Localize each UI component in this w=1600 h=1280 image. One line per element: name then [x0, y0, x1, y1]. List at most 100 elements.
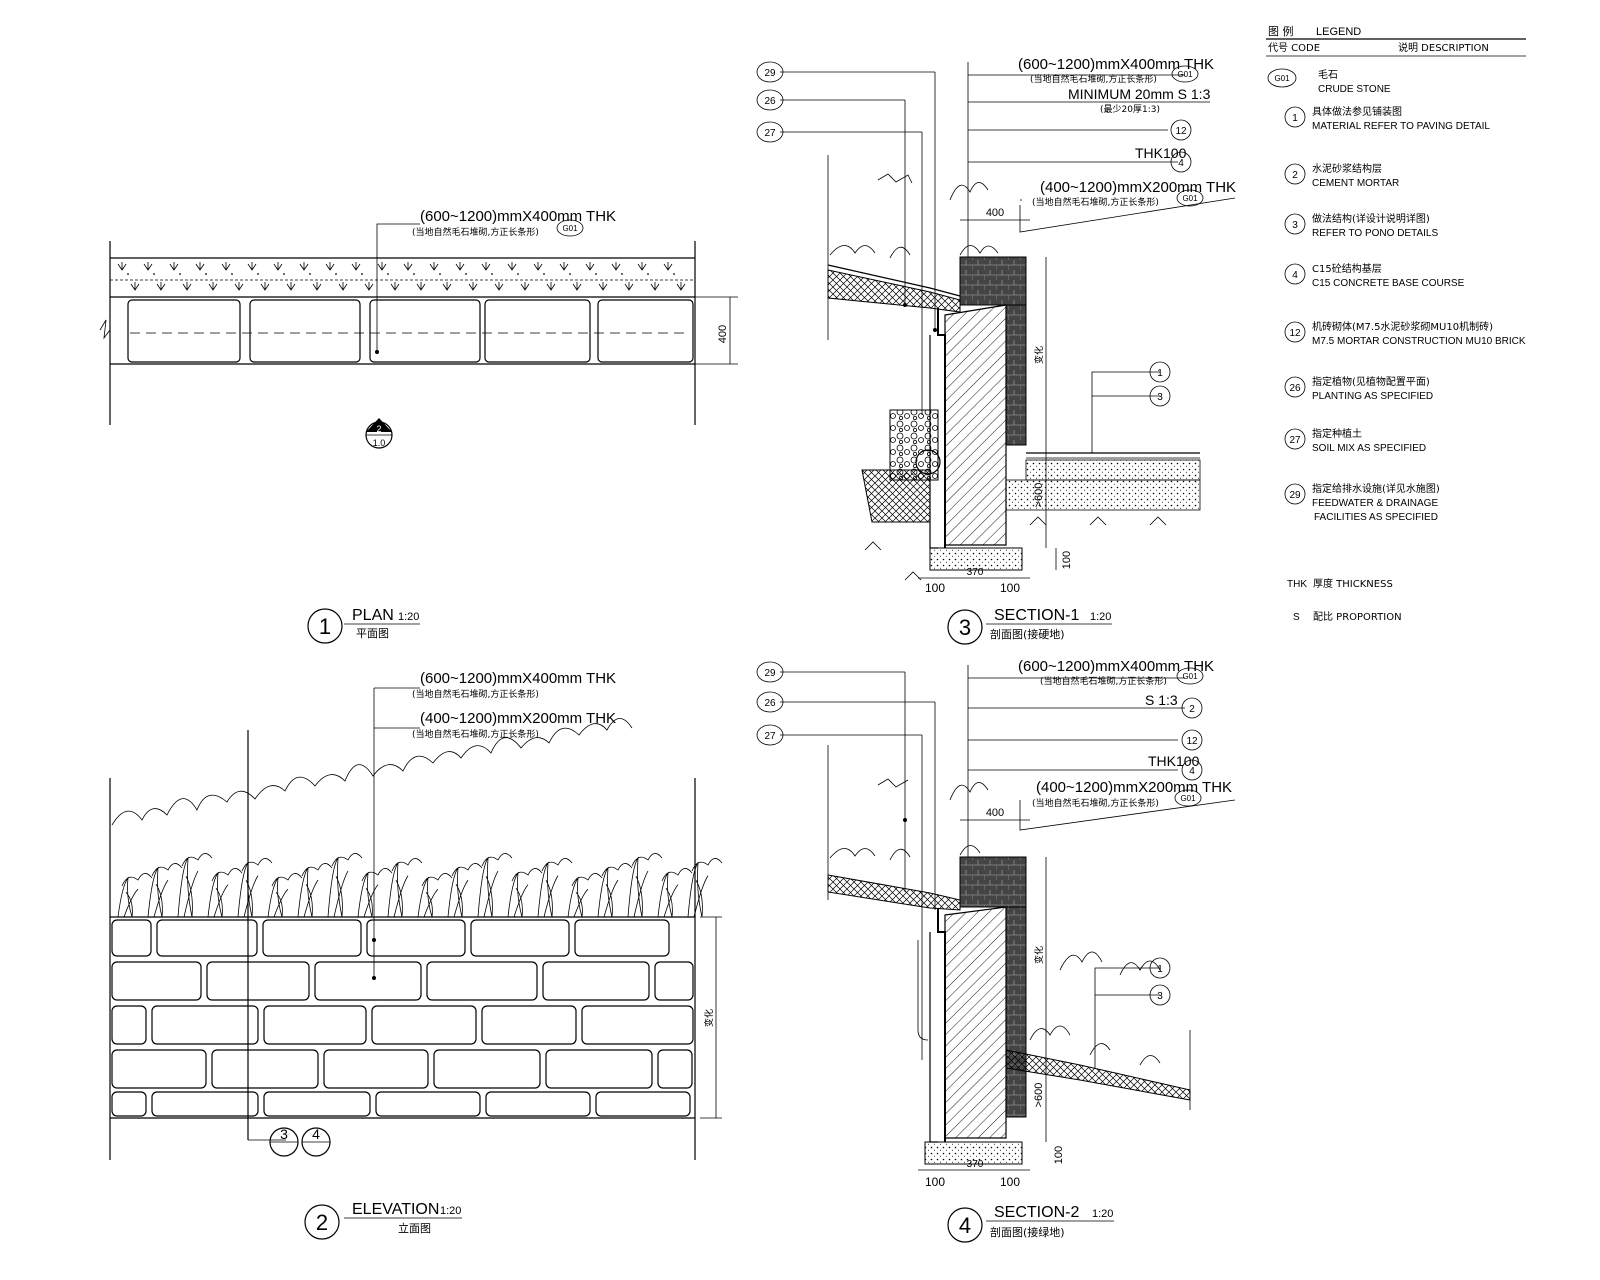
- legend-item-code: 26: [1289, 383, 1301, 394]
- section1-min-mortar: MINIMUM 20mm S 1:3: [1068, 86, 1211, 102]
- plan-spec-note: (600~1200)mmX400mm THK: [420, 208, 616, 225]
- plan-grass-symbols: [117, 262, 686, 291]
- grass-symbol: [390, 282, 400, 291]
- title-2-number: 2: [316, 1210, 328, 1235]
- elevation-stone: [111, 919, 152, 957]
- section1-dim-370: 370: [967, 567, 984, 578]
- section2-dim-100-right: 100: [1000, 1175, 1020, 1189]
- grass-dot: [153, 273, 155, 275]
- elevation-stone: [481, 1005, 577, 1045]
- grass-symbol: [546, 282, 556, 291]
- plant-clump: [567, 876, 589, 918]
- legend-item-code: 4: [1292, 270, 1298, 281]
- section1-spec-top-cn: (当地自然毛石堆砌,方正长条形): [1030, 73, 1157, 85]
- grass-dot: [569, 273, 571, 275]
- grass-symbol: [598, 282, 608, 291]
- plan-marker-top: 2: [376, 424, 381, 434]
- plant-clump: [297, 866, 319, 918]
- grass-symbol: [234, 282, 244, 291]
- grass-dot: [413, 273, 415, 275]
- section2-spec-bottom-cn: (当地自然毛石堆砌,方正长条形): [1032, 797, 1159, 809]
- elevation-view: (600~1200)mmX400mm THK (当地自然毛石堆砌,方正长条形) …: [109, 670, 723, 1160]
- title-4-scale: 1:20: [1092, 1208, 1113, 1220]
- elevation-stone: [581, 1005, 694, 1045]
- s2-callout-26: 26: [764, 698, 776, 709]
- plan-spec-note-cn: (当地自然毛石堆砌,方正长条形): [412, 226, 539, 238]
- plant-leaf: [361, 868, 393, 882]
- elevation-stone: [426, 961, 538, 1001]
- plant-clump: [657, 871, 679, 918]
- callout-bubbles: 29 26 27 29 26 27: [756, 61, 784, 746]
- elevation-plant-row: [117, 853, 723, 918]
- legend-thk-code: THK: [1287, 579, 1307, 590]
- plant-clump: [507, 871, 529, 918]
- plant-clump: [357, 871, 379, 918]
- grass-symbol: [117, 262, 127, 271]
- grass-dot: [231, 273, 233, 275]
- grass-symbol: [429, 262, 439, 271]
- grass-symbol: [286, 282, 296, 291]
- grass-symbol: [520, 282, 530, 291]
- section2-spec-top: (600~1200)mmX400mm THK: [1018, 658, 1214, 675]
- section2-thk100: THK100: [1148, 753, 1200, 769]
- section1-dim-varies: 变化: [1033, 346, 1045, 364]
- legend-item-code: 29: [1289, 490, 1301, 501]
- grass-symbol: [507, 262, 517, 271]
- elevation-spec-note-2: (400~1200)mmX200mm THK: [420, 710, 616, 727]
- elevation-stone: [371, 1005, 477, 1045]
- section2-callout-1: 1: [1157, 964, 1163, 975]
- plant-leaf: [511, 868, 543, 882]
- legend-s-code: S: [1293, 612, 1300, 623]
- elevation-stone: [263, 1091, 371, 1117]
- section2-mortar-s13: S 1:3: [1145, 692, 1178, 708]
- title-4-cn: 剖面图(接绿地): [990, 1225, 1065, 1239]
- plant-leaf: [451, 863, 483, 877]
- legend-item-cn: 水泥砂浆结构层: [1312, 162, 1382, 175]
- plant-leaf: [631, 853, 663, 867]
- title-1-scale: 1:20: [398, 611, 419, 623]
- legend-item-en: CEMENT MORTAR: [1312, 178, 1399, 189]
- legend-s-desc: 配比 PROPORTION: [1313, 611, 1402, 623]
- s2-callout-29: 29: [764, 668, 776, 679]
- section1-spec-top: (600~1200)mmX400mm THK: [1018, 56, 1214, 73]
- grass-symbol: [624, 282, 634, 291]
- grass-symbol: [377, 262, 387, 271]
- grass-symbol: [676, 282, 686, 291]
- grass-symbol: [663, 262, 673, 271]
- grass-dot: [543, 273, 545, 275]
- grass-symbol: [351, 262, 361, 271]
- section2-callout-4: 4: [1189, 766, 1195, 777]
- section2-callout-12: 12: [1186, 736, 1198, 747]
- grass-symbol: [650, 282, 660, 291]
- elevation-stone: [654, 961, 694, 1001]
- legend-item-cn: 机砖砌体(M7.5水泥砂浆砌MU10机制砖): [1312, 320, 1493, 333]
- elevation-stone: [545, 1049, 653, 1089]
- elevation-marker-3: 3: [280, 1126, 288, 1142]
- legend-item-code: 1: [1292, 113, 1298, 124]
- legend-thk-desc: 厚度 THICKNESS: [1313, 577, 1393, 590]
- section1-callout-3: 3: [1157, 392, 1163, 403]
- legend-item-code: 12: [1289, 328, 1301, 339]
- section2-code-tag-top: G01: [1182, 672, 1198, 681]
- grass-symbol: [221, 262, 231, 271]
- title-4-number: 4: [959, 1213, 971, 1238]
- grass-symbol: [533, 262, 543, 271]
- legend-item-code: G01: [1274, 74, 1290, 83]
- plant-clump: [207, 871, 229, 918]
- grass-dot: [491, 273, 493, 275]
- legend-item-cn: 做法结构(详设计说明详图): [1312, 212, 1430, 225]
- grass-symbol: [416, 282, 426, 291]
- elevation-spec-note-2-cn: (当地自然毛石堆砌,方正长条形): [412, 728, 539, 740]
- title-3-name: SECTION-1: [994, 607, 1079, 624]
- elevation-stone: [111, 1005, 147, 1045]
- legend-item-en: FEEDWATER & DRAINAGE: [1312, 498, 1438, 509]
- grass-symbol: [611, 262, 621, 271]
- section2-dim-600: >600: [1033, 1083, 1045, 1108]
- grass-symbol: [559, 262, 569, 271]
- title-1-cn: 平面图: [356, 627, 389, 640]
- section-1-view: (600~1200)mmX400mm THK (当地自然毛石堆砌,方正长条形) …: [780, 56, 1236, 595]
